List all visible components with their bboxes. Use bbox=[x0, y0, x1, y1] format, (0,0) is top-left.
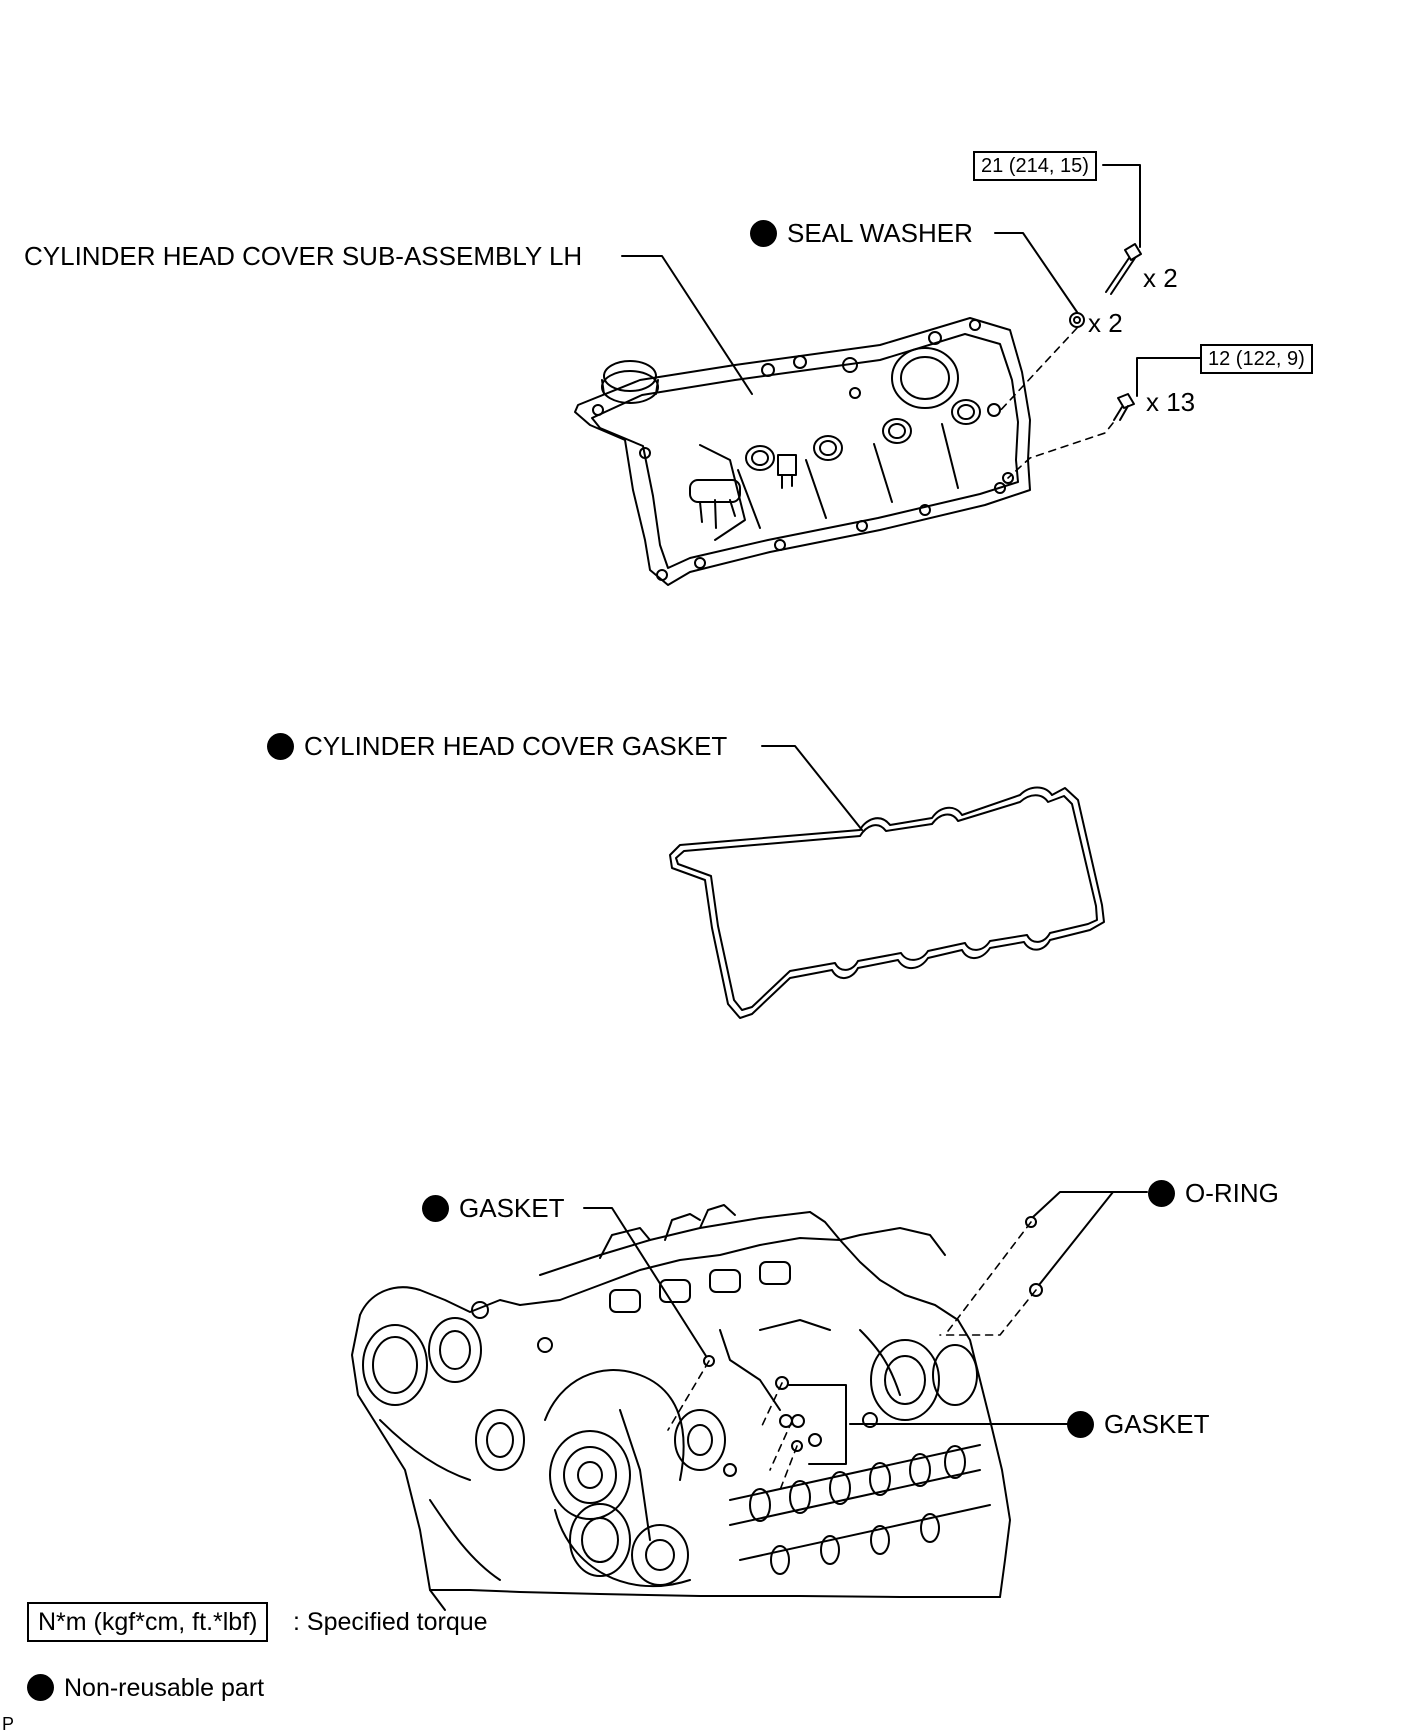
torque-spec-21: 21 (214, 15) bbox=[973, 151, 1097, 181]
gasket-left-part bbox=[703, 1355, 715, 1367]
cylinder-head-cover-gasket-drawing bbox=[669, 786, 1105, 1019]
bolt-12nm-drawing bbox=[1113, 393, 1135, 421]
o-ring-part-1 bbox=[1025, 1216, 1037, 1228]
o-ring-label: O-RING bbox=[1148, 1178, 1279, 1208]
seal-washer-quantity: x 2 bbox=[1088, 308, 1123, 338]
gasket-right-label: GASKET bbox=[1067, 1409, 1209, 1439]
bolt-21nm-drawing bbox=[1105, 243, 1142, 295]
assembly-guide-lines bbox=[667, 327, 1114, 1491]
bolt-21nm-quantity: x 2 bbox=[1143, 263, 1178, 293]
o-ring-part-2 bbox=[1029, 1283, 1043, 1297]
engine-assembly-drawing bbox=[351, 1204, 1011, 1611]
non-reusable-mark-icon bbox=[1148, 1180, 1175, 1207]
leader-lines bbox=[583, 164, 1201, 1465]
non-reusable-mark-icon bbox=[267, 733, 294, 760]
non-reusable-mark-icon bbox=[1067, 1411, 1094, 1438]
gasket-right-part-1 bbox=[775, 1376, 789, 1390]
cylinder-head-cover-label: CYLINDER HEAD COVER SUB-ASSEMBLY LH bbox=[24, 241, 583, 271]
cylinder-head-cover-drawing bbox=[574, 317, 1031, 586]
gasket-left-label: GASKET bbox=[422, 1193, 564, 1223]
legend-torque-box: N*m (kgf*cm, ft.*lbf) bbox=[27, 1602, 269, 1642]
gasket-right-part-3 bbox=[791, 1414, 805, 1428]
non-reusable-mark-icon bbox=[750, 220, 777, 247]
corner-mark: P bbox=[2, 1714, 15, 1734]
seal-washer-drawing bbox=[1069, 312, 1085, 328]
bolt-12nm-quantity: x 13 bbox=[1146, 387, 1196, 417]
non-reusable-mark-icon bbox=[27, 1674, 54, 1701]
legend-non-reusable: Non-reusable part bbox=[27, 1670, 264, 1706]
torque-spec-12: 12 (122, 9) bbox=[1200, 344, 1313, 374]
seal-washer-label: SEAL WASHER bbox=[750, 218, 973, 248]
legend-torque-description: : Specified torque bbox=[293, 1608, 488, 1636]
gasket-right-part-4 bbox=[791, 1440, 803, 1452]
non-reusable-mark-icon bbox=[422, 1195, 449, 1222]
cylinder-head-cover-gasket-label: CYLINDER HEAD COVER GASKET bbox=[267, 731, 727, 761]
